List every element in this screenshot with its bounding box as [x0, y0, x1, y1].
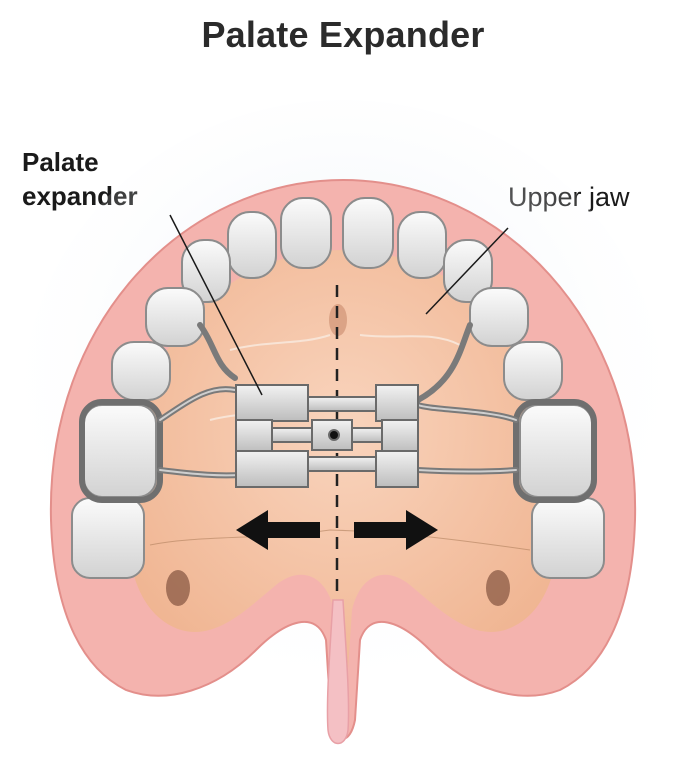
- incisive-papilla: [329, 304, 347, 336]
- tooth: [280, 197, 332, 269]
- arrow-right-icon: [354, 510, 438, 550]
- expander-block-left: [235, 419, 273, 453]
- palate-pit-right: [486, 570, 510, 606]
- diagram-title: Palate Expander: [201, 14, 485, 55]
- expander-block-left: [235, 450, 309, 488]
- arrow-left-icon: [236, 510, 320, 550]
- tooth: [531, 497, 605, 579]
- expander-rod: [299, 456, 385, 472]
- expander-band-left: [79, 399, 163, 503]
- expander-block-left: [235, 384, 309, 422]
- label-palate-expander-line1: Palate: [22, 147, 99, 177]
- expander-block-right: [381, 419, 419, 453]
- tooth: [145, 287, 205, 347]
- tooth: [181, 239, 231, 303]
- leader-line-expander: [169, 214, 263, 396]
- tooth: [111, 341, 171, 401]
- expander-body: [235, 384, 419, 488]
- expander-band-right: [513, 399, 597, 503]
- expander-block-right: [375, 384, 419, 422]
- expander-block-right: [375, 450, 419, 488]
- tooth: [342, 197, 394, 269]
- tooth: [397, 211, 447, 279]
- tooth: [83, 404, 157, 498]
- expander-wires-highlight: [159, 388, 517, 477]
- tooth: [227, 211, 277, 279]
- suture-crack: [149, 529, 531, 551]
- expander-screw: [328, 429, 340, 441]
- tooth: [519, 404, 593, 498]
- expander-rod: [299, 396, 385, 412]
- tooth: [469, 287, 529, 347]
- palate-surface: [125, 250, 561, 700]
- palate-pit-left: [166, 570, 190, 606]
- tooth: [71, 497, 145, 579]
- tooth: [503, 341, 563, 401]
- uvula: [326, 599, 350, 745]
- leader-line-upper-jaw: [425, 227, 509, 315]
